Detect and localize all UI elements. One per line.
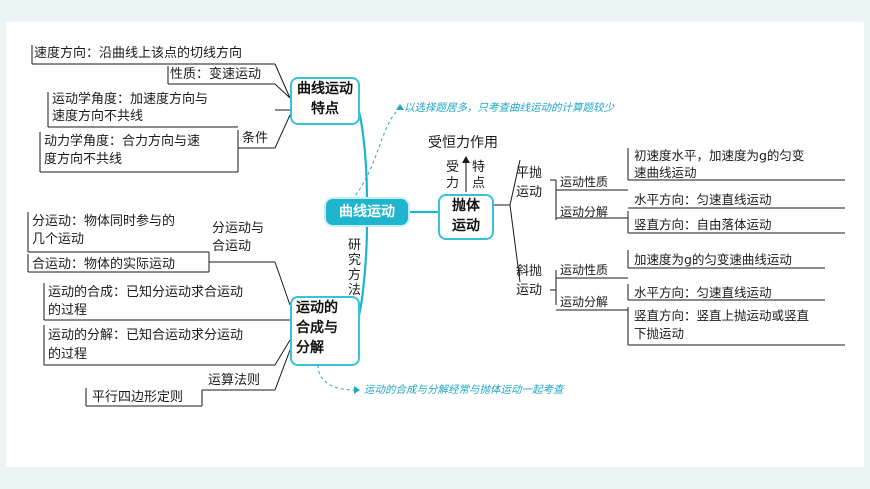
node-line-1: 曲线运动 [297, 81, 353, 97]
node-line-1: 抛体 [452, 198, 480, 214]
kinematics-line-2: 速度方向不共线 [52, 109, 144, 124]
sub-motion-line-1: 分运动：物体同时参与的 [32, 214, 176, 229]
top-frame-band [0, 0, 870, 22]
exam-note-top: 以选择题居多，只考查曲线运动的计算题较少 [404, 102, 614, 114]
node-curve-motion-features: 曲线运动 特点 [290, 77, 360, 125]
horizontal-nature-line-1: 初速度水平，加速度为g的匀变 [634, 148, 805, 163]
node-line-2: 合成与 [296, 320, 338, 336]
synthesis-line-2: 的过程 [48, 303, 88, 318]
constant-force-text: 受恒力作用 [428, 135, 498, 151]
parallelogram-rule-text: 平行四边形定则 [92, 390, 184, 405]
synthesis-line-1: 运动的合成：已知分运动求合运动 [48, 285, 244, 300]
horizontal-nature-label: 运动性质 [560, 175, 609, 189]
velocity-direction-text: 速度方向：沿曲线上该点的切线方向 [34, 46, 243, 61]
oblique-nature-text: 加速度为g的匀变速曲线运动 [634, 252, 792, 267]
research-method-vertical-label: 研究方法 [348, 238, 362, 298]
horizontal-horizontal-direction: 水平方向：匀速直线运动 [634, 192, 772, 207]
node-projectile-motion: 抛体 运动 [438, 194, 494, 240]
oblique-vertical-line-1: 竖直方向：竖直上抛运动或竖直 [634, 308, 810, 323]
sub-and-resultant-line-1: 分运动与 [212, 221, 265, 236]
decomposition-line-1: 运动的分解：已知合运动求分运动 [48, 328, 244, 343]
dynamics-line-2: 度方向不共线 [44, 152, 123, 167]
horizontal-projectile-line-2: 运动 [516, 185, 543, 200]
oblique-projectile-line-1: 斜抛 [516, 264, 543, 279]
left-frame-band [0, 0, 6, 489]
center-node-curve-motion: 曲线运动 [326, 199, 408, 225]
horizontal-projectile-line-1: 平抛 [516, 166, 543, 181]
oblique-decomp-label: 运动分解 [560, 295, 609, 309]
bottom-frame-band [0, 467, 870, 489]
nature-text: 性质：变速运动 [170, 67, 262, 82]
resultant-motion-text: 合运动：物体的实际运动 [32, 257, 176, 272]
oblique-projectile-line-2: 运动 [516, 283, 543, 298]
dynamics-line-1: 动力学角度：合力方向与速 [44, 134, 201, 149]
node-motion-composition: 运动的 合成与 分解 [290, 296, 360, 366]
sub-motion-line-2: 几个运动 [32, 232, 85, 247]
force-label-vertical: 受力 [446, 160, 460, 191]
kinematics-line-1: 运动学角度：加速度方向与 [52, 92, 209, 107]
exam-note-bottom: 运动的合成与分解经常与抛体运动一起考查 [364, 384, 564, 396]
condition-label: 条件 [242, 131, 269, 146]
oblique-nature-label: 运动性质 [560, 263, 609, 277]
rule-label: 运算法则 [208, 373, 261, 388]
oblique-vertical-line-2: 下抛运动 [634, 326, 685, 341]
node-line-1: 运动的 [296, 300, 338, 316]
horizontal-vertical-direction: 竖直方向：自由落体运动 [634, 217, 772, 232]
node-line-2: 特点 [311, 101, 339, 117]
node-line-3: 分解 [296, 340, 324, 356]
decomposition-line-2: 的过程 [48, 347, 88, 362]
oblique-horizontal-direction: 水平方向：匀速直线运动 [634, 285, 772, 300]
node-line-2: 运动 [452, 218, 480, 234]
feature-label-vertical: 特点 [472, 160, 486, 191]
horizontal-decomp-label: 运动分解 [560, 205, 609, 219]
right-frame-band [864, 0, 870, 489]
sub-and-resultant-line-2: 合运动 [212, 239, 252, 254]
horizontal-nature-line-2: 速曲线运动 [634, 165, 697, 180]
